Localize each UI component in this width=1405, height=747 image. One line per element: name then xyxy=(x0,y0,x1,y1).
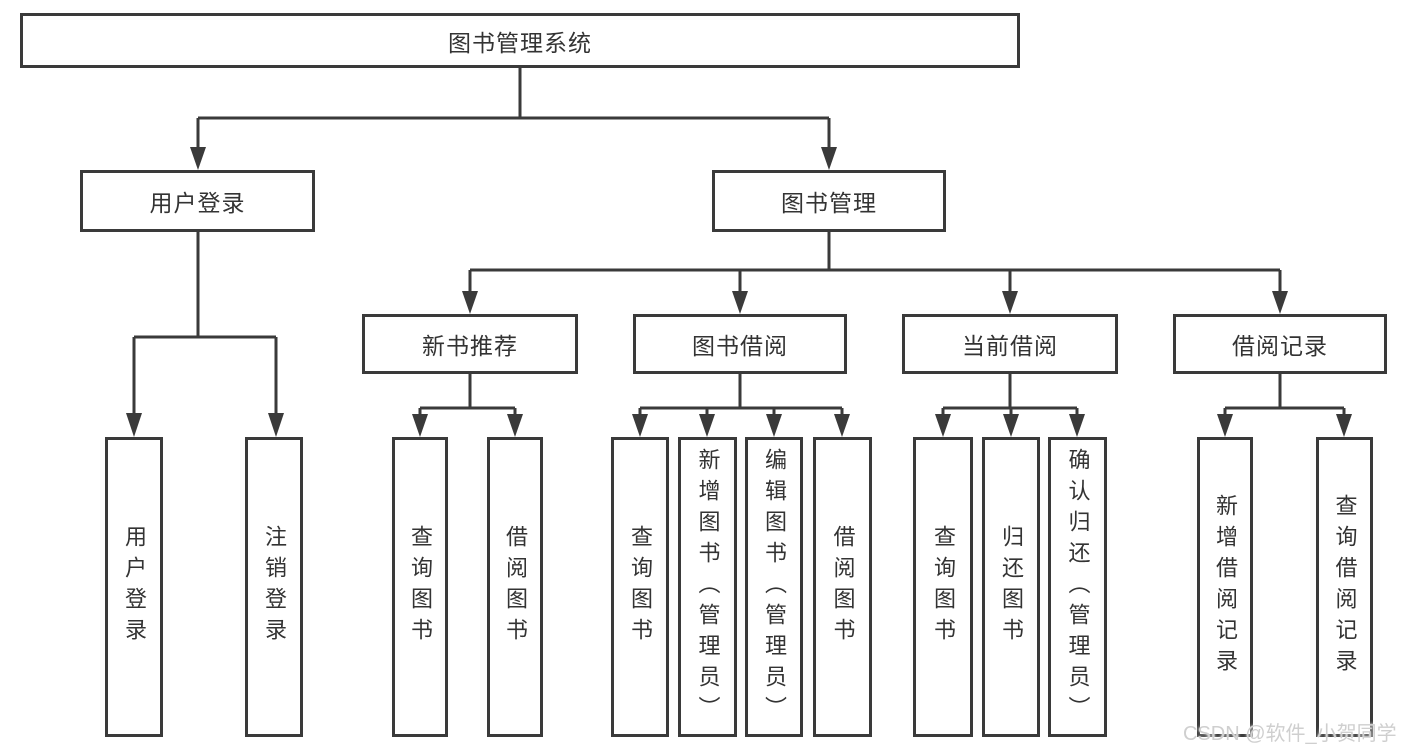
leaf-query-books-current-label: 查询图书 xyxy=(931,525,956,649)
leaf-borrow-books-recommend-label: 借阅图书 xyxy=(503,525,528,649)
arrowhead xyxy=(1003,414,1019,437)
arrowhead xyxy=(821,147,837,170)
arrowhead xyxy=(834,414,850,437)
node-borrow-records: 借阅记录 xyxy=(1173,314,1387,374)
leaf-query-books-borrow-label: 查询图书 xyxy=(628,525,653,649)
leaf-query-books-borrow: 查询图书 xyxy=(611,437,669,737)
arrowhead xyxy=(268,413,284,437)
arrowhead xyxy=(1336,414,1352,437)
leaf-query-books-current: 查询图书 xyxy=(913,437,973,737)
edge-current-borrow-to-leaves xyxy=(935,374,1085,437)
leaf-edit-book-admin-label: 编辑图书（管理员） xyxy=(762,447,787,727)
leaf-user-login: 用户登录 xyxy=(105,437,163,737)
arrowhead xyxy=(1069,414,1085,437)
leaf-query-books-recommend-label: 查询图书 xyxy=(408,525,433,649)
arrowhead xyxy=(766,414,782,437)
node-book-borrow: 图书借阅 xyxy=(633,314,847,374)
leaf-user-login-label: 用户登录 xyxy=(122,525,147,649)
leaf-add-borrow-record: 新增借阅记录 xyxy=(1197,437,1253,737)
arrowhead xyxy=(699,414,715,437)
arrowhead xyxy=(935,414,951,437)
arrowhead xyxy=(507,414,523,437)
edge-new-book-recommend-to-leaves xyxy=(412,374,523,437)
leaf-logout-label: 注销登录 xyxy=(262,525,287,649)
node-new-book-recommend: 新书推荐 xyxy=(362,314,578,374)
node-book-management-label: 图书管理 xyxy=(781,190,877,216)
leaf-return-book-label: 归还图书 xyxy=(999,525,1024,649)
arrowhead xyxy=(126,413,142,437)
arrowhead xyxy=(632,414,648,437)
leaf-confirm-return-admin-label: 确认归还（管理员） xyxy=(1065,447,1091,727)
arrowhead xyxy=(462,291,478,314)
arrowhead xyxy=(412,414,428,437)
arrowhead xyxy=(1272,291,1288,314)
leaf-return-book: 归还图书 xyxy=(982,437,1040,737)
node-root: 图书管理系统 xyxy=(20,13,1020,68)
node-user-login-label: 用户登录 xyxy=(149,190,246,216)
leaf-borrow-books-borrow: 借阅图书 xyxy=(813,437,872,737)
node-book-borrow-label: 图书借阅 xyxy=(692,333,788,359)
leaf-borrow-books-borrow-label: 借阅图书 xyxy=(830,525,856,649)
leaf-borrow-books-recommend: 借阅图书 xyxy=(487,437,543,737)
arrowhead xyxy=(1217,414,1233,437)
leaf-add-book-admin-label: 新增图书（管理员） xyxy=(695,447,721,727)
leaf-query-borrow-record: 查询借阅记录 xyxy=(1316,437,1373,737)
arrowhead xyxy=(190,147,206,170)
node-current-borrow-label: 当前借阅 xyxy=(962,333,1058,359)
arrowhead xyxy=(732,291,748,314)
node-new-book-recommend-label: 新书推荐 xyxy=(422,333,518,359)
leaf-query-borrow-record-label: 查询借阅记录 xyxy=(1332,494,1358,680)
leaf-confirm-return-admin: 确认归还（管理员） xyxy=(1048,437,1107,737)
edge-user-login-to-leaves xyxy=(126,232,284,437)
leaf-edit-book-admin: 编辑图书（管理员） xyxy=(745,437,803,737)
node-book-management: 图书管理 xyxy=(712,170,946,232)
edge-book-borrow-to-leaves xyxy=(632,374,850,437)
node-borrow-records-label: 借阅记录 xyxy=(1232,333,1328,359)
node-user-login: 用户登录 xyxy=(80,170,315,232)
leaf-add-borrow-record-label: 新增借阅记录 xyxy=(1213,494,1238,680)
node-current-borrow: 当前借阅 xyxy=(902,314,1118,374)
leaf-add-book-admin: 新增图书（管理员） xyxy=(678,437,737,737)
edge-root-to-level2 xyxy=(190,68,837,170)
leaf-query-books-recommend: 查询图书 xyxy=(392,437,448,737)
edge-borrow-records-to-leaves xyxy=(1217,374,1352,437)
edge-book-management-to-level3 xyxy=(462,232,1288,314)
arrowhead xyxy=(1002,291,1018,314)
leaf-logout: 注销登录 xyxy=(245,437,303,737)
node-root-label: 图书管理系统 xyxy=(448,29,592,56)
